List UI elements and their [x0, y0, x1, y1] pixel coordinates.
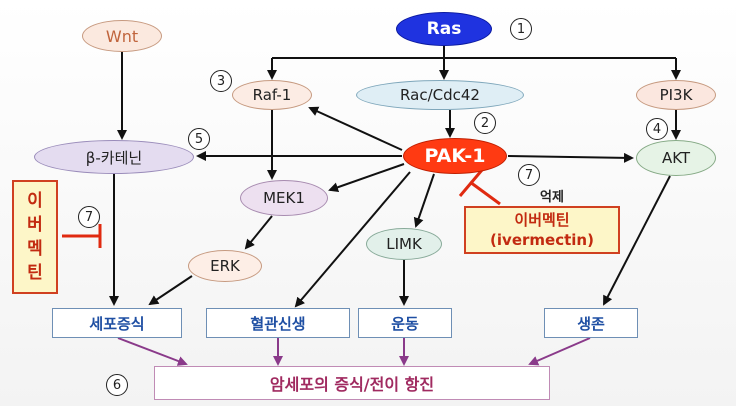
- outcome-angiogenesis: 혈관신생: [206, 308, 350, 338]
- step-number-3: 3: [210, 70, 232, 92]
- edge-sur-cancer: [528, 337, 591, 366]
- node-ras: Ras: [396, 12, 492, 46]
- edge-pak-akt: [507, 152, 634, 163]
- inhibit-right-bar: [458, 169, 484, 197]
- edge-mek-erk: [244, 215, 273, 250]
- node-rac-cdc42: Rac/Cdc42: [356, 80, 524, 110]
- node-raf1: Raf-1: [232, 80, 312, 110]
- inhibition-label: 억제: [540, 190, 564, 205]
- node-beta-catenin: β-카테닌: [34, 140, 194, 174]
- outcome-proliferation: 세포증식: [52, 308, 182, 338]
- ivermectin-korean: 이버멕틴: [514, 211, 570, 229]
- step-number-7-right: 7: [518, 164, 540, 186]
- edge-pak-mek: [328, 163, 405, 193]
- edge-akt-sur: [603, 175, 671, 306]
- step-number-2: 2: [474, 112, 496, 134]
- node-mek1: MEK1: [240, 180, 328, 216]
- node-limk: LIMK: [366, 228, 442, 260]
- node-erk: ERK: [188, 250, 262, 282]
- ivermectin-box-left: 이 버 멕 틴: [12, 180, 58, 294]
- outcome-cancer-progression: 암세포의 증식/전이 항진: [154, 366, 550, 400]
- edge-pak-limk: [413, 173, 435, 228]
- ivermectin-char: 틴: [27, 263, 43, 283]
- step-number-6: 6: [106, 374, 128, 396]
- node-pak1: PAK-1: [403, 138, 507, 174]
- ivermectin-char: 멕: [27, 239, 43, 259]
- edge-pro-cancer: [117, 337, 188, 366]
- node-wnt: Wnt: [82, 20, 162, 52]
- step-number-1: 1: [510, 18, 532, 40]
- ivermectin-box-right: 이버멕틴 (ivermectin): [464, 206, 620, 254]
- step-number-7-left: 7: [78, 206, 100, 228]
- step-number-5: 5: [188, 128, 210, 150]
- ivermectin-char: 이: [27, 191, 43, 211]
- outcome-motility: 운동: [358, 308, 452, 338]
- inhibit-right-line: [469, 180, 501, 206]
- ivermectin-char: 버: [27, 215, 43, 235]
- ivermectin-english: (ivermectin): [490, 231, 594, 249]
- edge-erk-pro: [148, 275, 193, 306]
- outcome-survival: 생존: [544, 308, 638, 338]
- edge-pak-raf: [308, 106, 403, 151]
- node-akt: AKT: [636, 140, 716, 176]
- edge-pak-angio: [294, 171, 411, 308]
- step-number-4: 4: [646, 118, 668, 140]
- node-pi3k: PI3K: [636, 80, 716, 110]
